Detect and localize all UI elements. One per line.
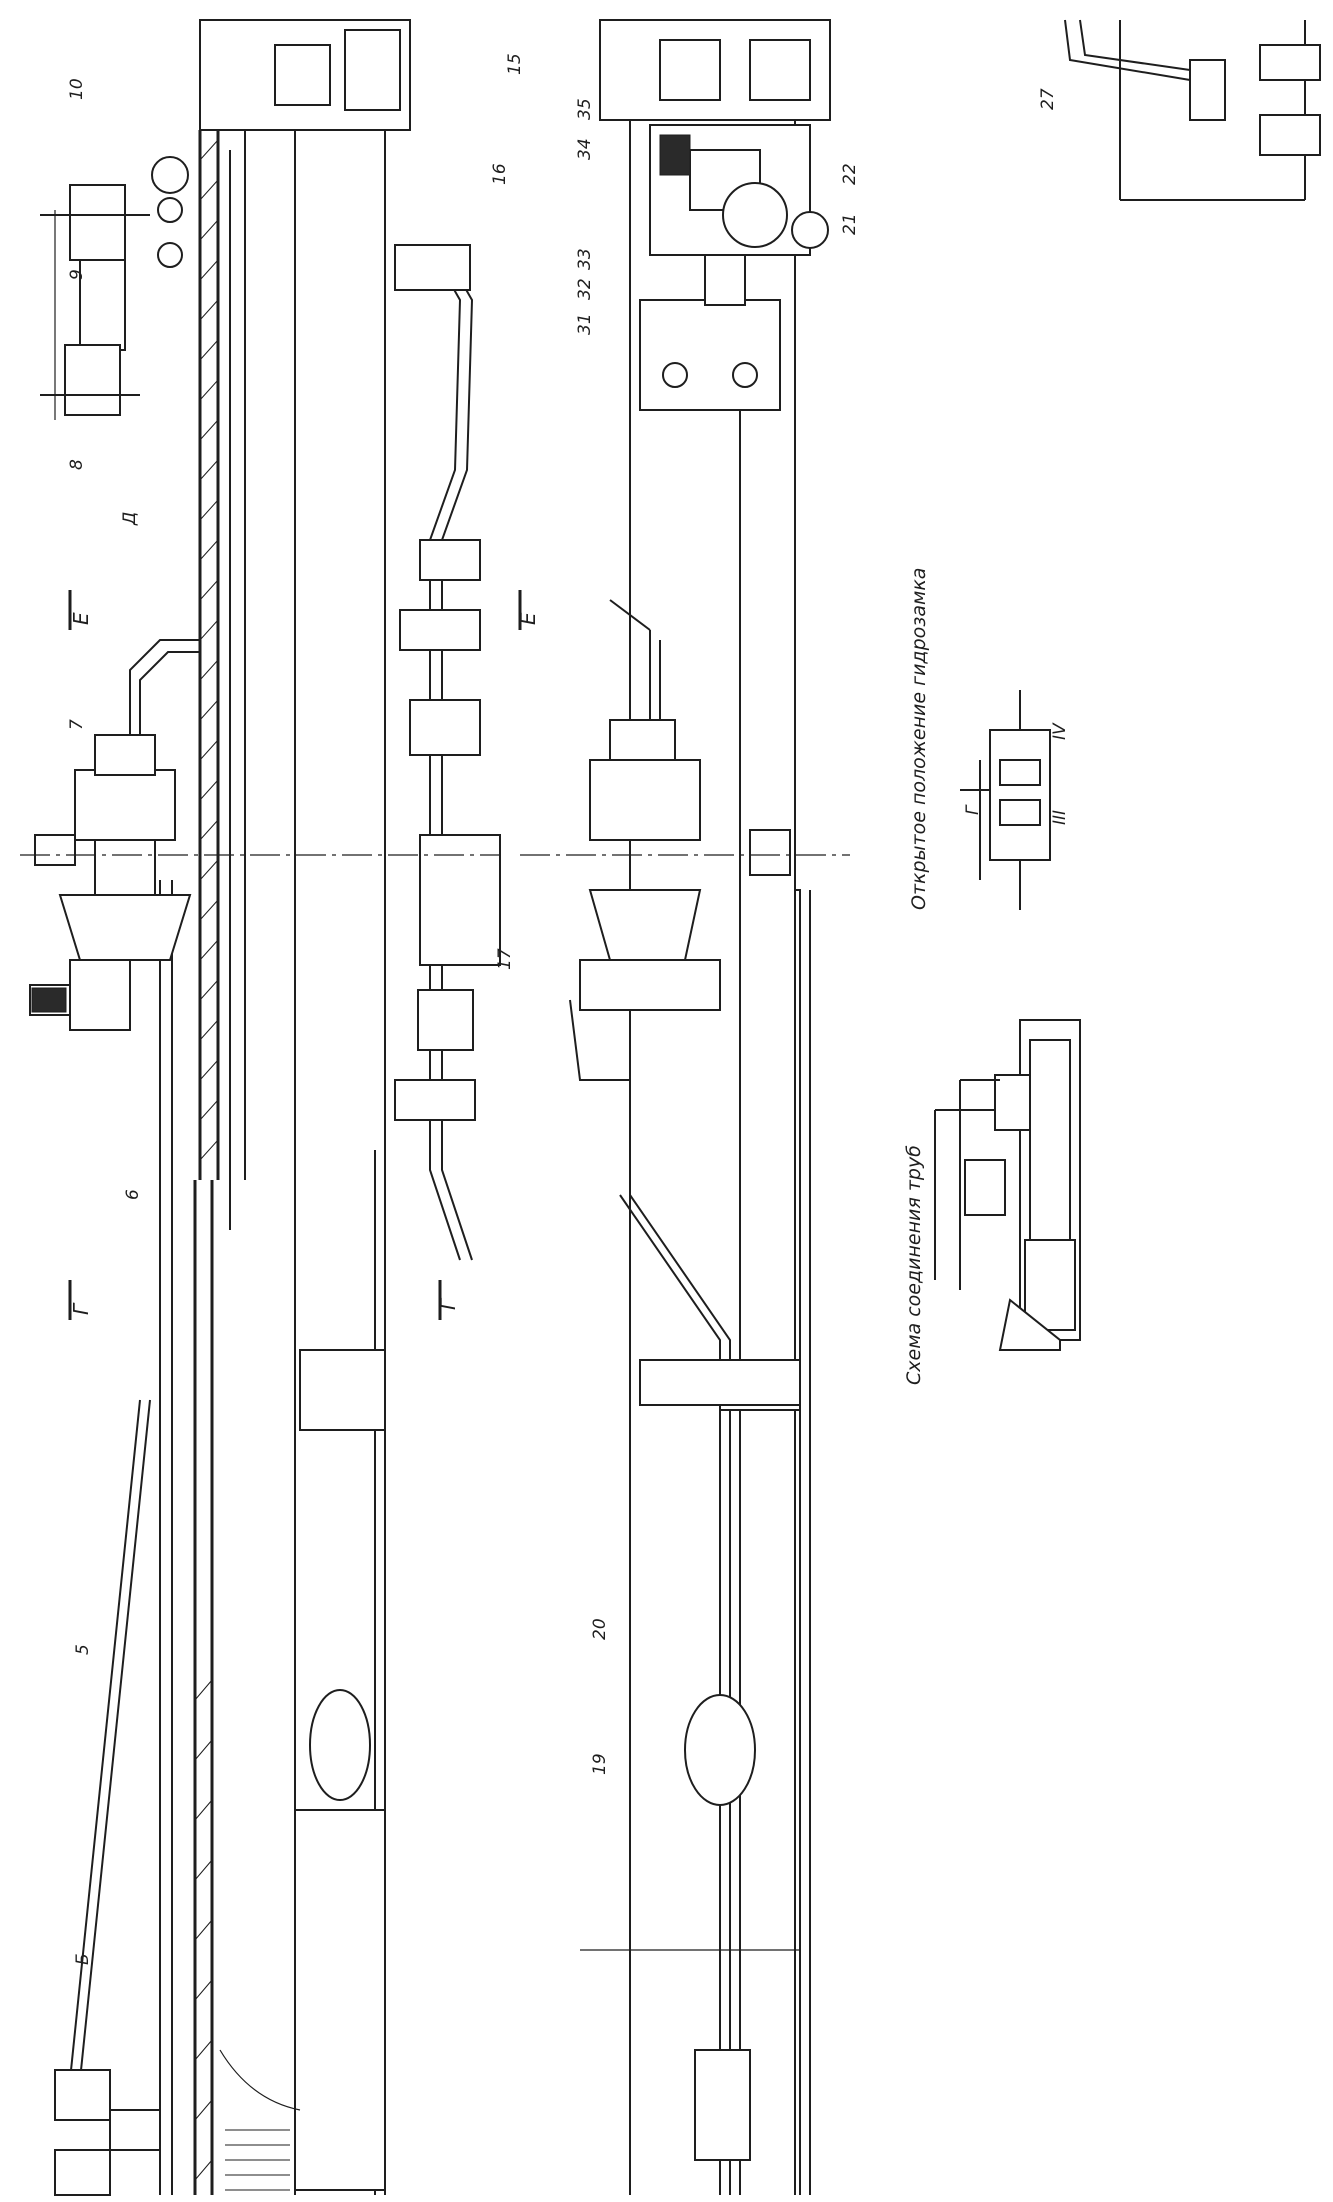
label-22: 22 [840,163,860,185]
section-mark-G-left: Г [69,1302,93,1315]
label-7: 7 [67,719,87,730]
callout-G: Г [963,804,983,815]
section-mark-E-right: Е [516,612,540,625]
label-33: 33 [575,248,595,270]
label-19: 19 [590,1753,610,1775]
label-20: 20 [590,1618,610,1640]
pipe-27-view [1064,19,1321,201]
valve-middle [579,599,791,1011]
label-31: 31 [575,313,595,335]
caption-open-position: Открытое положение гидрозамка [908,568,930,910]
lower-body [294,1809,386,2191]
caption-pipe-scheme: Схема соединения труб [903,1145,925,1385]
label-27: 27 [1038,88,1058,110]
label-10: 10 [67,78,87,100]
lock-mechanism [639,124,829,411]
label-32: 32 [575,278,595,300]
callout-IV: IV [1050,722,1070,740]
label-34: 34 [575,138,595,160]
valve-7 [29,734,192,1031]
label-D: Д [120,512,140,526]
section-marks: Е Е Г Г [68,590,540,1320]
band-clamp [299,1349,386,1431]
schematic-callouts: IV III Г [963,722,1070,825]
spool-bulge [309,1689,371,1801]
callout-III: III [1050,810,1070,825]
part-labels: 10 9 8 Д 7 6 5 Б 15 16 17 35 34 33 32 31… [67,53,1058,1965]
label-21: 21 [840,213,860,235]
label-6: 6 [123,1189,143,1200]
label-8: 8 [67,459,87,470]
actuator-8 [40,156,189,416]
label-15: 15 [505,53,525,75]
label-5: 5 [73,1644,93,1655]
hatched-wall [199,139,219,1161]
open-position-schematic [960,690,1051,910]
label-35: 35 [575,98,595,120]
section-mark-E-left: Е [69,612,93,625]
section-mark-G-right: Г [436,1297,460,1310]
label-9: 9 [67,269,87,280]
captions: Открытое положение гидрозамка Схема соед… [903,568,930,1385]
middle-cylinder-view [520,19,850,2195]
label-B: Б [73,1953,93,1965]
left-cylinder-section [20,19,501,2196]
pipe-connection-schematic [934,1019,1081,1351]
label-16: 16 [490,163,510,185]
label-17: 17 [495,948,515,970]
